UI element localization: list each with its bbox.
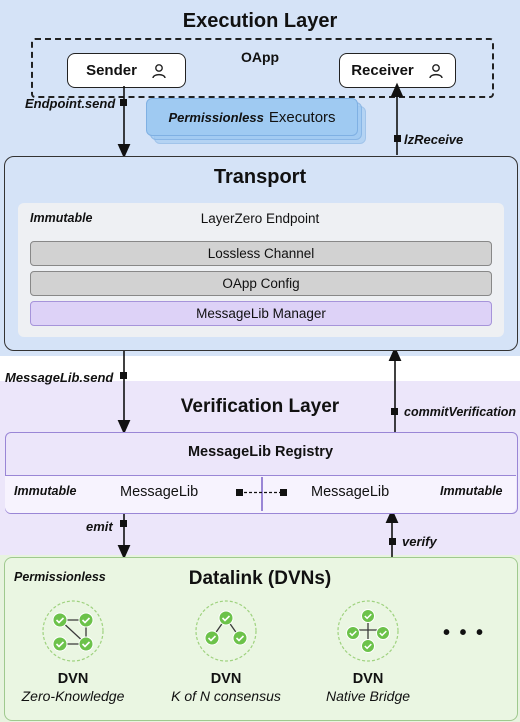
oapp-label: OApp [240,49,280,65]
registry-libraries-row [5,475,516,513]
more-dvns: • • • [442,622,486,644]
endpoint-send-label: Endpoint.send [25,96,116,111]
dvn-zk-label: DVN [57,671,89,687]
executors-label: Executors [268,108,336,126]
oapp-container [31,38,494,98]
messagelib-send-port [120,372,127,379]
verification-layer-title: Verification Layer [180,396,340,417]
executors-card[interactable]: Permissionless Executors [146,98,358,136]
dvn-kofn-subtitle: K of N consensus [171,688,281,704]
transport-immutable-label: Immutable [30,211,93,225]
endpoint-label: LayerZero Endpoint [200,211,320,226]
receiver-label: Receiver [351,62,414,79]
permissionless-label: Permissionless [14,570,106,584]
lzreceive-port [394,135,401,142]
executors-prefix: Permissionless [168,109,264,125]
dvn-native-label: DVN [352,671,384,687]
dvn-network-icon [195,600,257,662]
dvn-network-icon [337,600,399,662]
messagelib-manager-bar[interactable]: MessageLib Manager [30,301,492,326]
dvn-network-icon [42,600,104,662]
lzreceive-label: lzReceive [404,132,464,147]
execution-layer-title: Execution Layer [182,10,338,32]
receiver-pill[interactable]: Receiver [339,53,456,88]
lossless-channel-bar[interactable]: Lossless Channel [30,241,492,266]
left-immutable-label: Immutable [14,484,77,498]
datalink-title: Datalink (DVNs) [188,568,332,589]
emit-label: emit [86,519,113,534]
messagelib-send-label: MessageLib.send [5,370,114,385]
verify-port [389,538,396,545]
verify-label: verify [402,534,437,549]
user-icon [429,63,443,78]
oapp-config-bar[interactable]: OApp Config [30,271,492,296]
registry-divider [261,477,263,511]
right-immutable-label: Immutable [440,484,503,498]
dvn-native-subtitle: Native Bridge [325,688,411,704]
user-icon [152,63,166,78]
emit-port [120,520,127,527]
sender-label: Sender [86,62,137,79]
registry-label: MessageLib Registry [187,444,334,460]
commit-verification-label: commitVerification [404,405,517,419]
commit-verification-port [391,408,398,415]
dvn-kofn-label: DVN [210,671,242,687]
endpoint-send-port [120,99,127,106]
transport-title: Transport [213,166,307,188]
dvn-zk-subtitle: Zero-Knowledge [21,688,125,704]
left-messagelib[interactable]: MessageLib [120,484,199,500]
right-messagelib[interactable]: MessageLib [311,484,390,500]
messagelib-link [236,489,287,496]
sender-pill[interactable]: Sender [67,53,186,88]
